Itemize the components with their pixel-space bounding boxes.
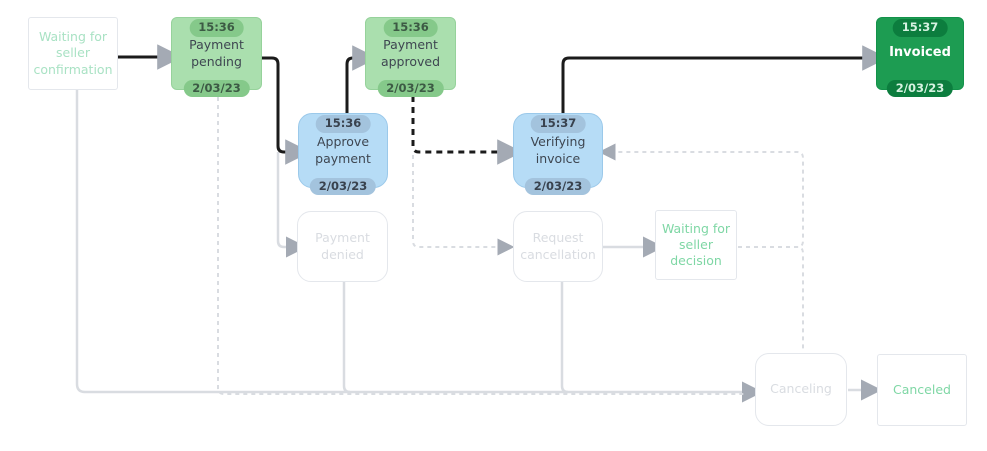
node-label: Canceled <box>893 381 951 397</box>
date-badge: 2/03/23 <box>886 79 954 97</box>
date-badge: 2/03/23 <box>524 177 592 195</box>
node-label: Verifying invoice <box>530 134 586 166</box>
timestamp-badge: 15:37 <box>892 19 948 37</box>
node-label: Payment pending <box>189 37 244 69</box>
edge-request-cancellation-to-canceling <box>560 282 569 394</box>
edge-payment-denied-to-canceling <box>342 282 351 394</box>
edge-verifying-invoice-to-invoiced <box>561 45 888 113</box>
node-label: Approve payment <box>315 134 371 166</box>
edge-payment-pending-to-canceling <box>217 97 746 395</box>
node-canceling[interactable]: Canceling <box>755 353 847 426</box>
node-label: Payment approved <box>380 37 441 69</box>
edge-wfsc-to-canceling <box>75 90 764 403</box>
date-badge: 2/03/23 <box>309 177 377 195</box>
node-payment-approved: 15:36 Payment approved 2/03/23 <box>365 17 456 97</box>
date-badge: 2/03/23 <box>377 79 444 97</box>
edge-wfsd-to-canceling <box>738 246 804 352</box>
edge-payment-pending-to-approve-payment <box>262 56 311 165</box>
edge-payment-approved-to-verifying-invoice <box>411 96 523 165</box>
node-label: Waiting for seller confirmation <box>33 29 113 77</box>
timestamp-badge: 15:36 <box>383 19 438 37</box>
node-payment-denied[interactable]: Payment denied <box>297 211 388 282</box>
node-request-cancellation[interactable]: Request cancellation <box>513 211 603 282</box>
node-verifying-invoice[interactable]: 15:37 Verifying invoice 2/03/23 <box>513 113 603 195</box>
edge-payment-approved-to-request-cancellation <box>412 155 515 256</box>
timestamp-badge: 15:37 <box>530 115 586 133</box>
node-waiting-seller-decision: Waiting for seller decision <box>655 210 737 280</box>
date-badge: 2/03/23 <box>183 79 250 97</box>
edge-payment-pending-to-payment-denied <box>276 152 308 258</box>
node-label: Request cancellation <box>520 230 596 262</box>
node-label: Invoiced <box>889 45 951 61</box>
edge-approve-payment-to-payment-approved <box>345 45 378 113</box>
node-payment-pending: 15:36 Payment pending 2/03/23 <box>171 17 262 97</box>
timestamp-badge: 15:36 <box>315 115 371 133</box>
node-invoiced: 15:37 Invoiced 2/03/23 <box>876 17 964 97</box>
node-waiting-seller-confirmation: Waiting for seller confirmation <box>28 17 118 90</box>
node-canceled: Canceled <box>877 354 967 426</box>
node-approve-payment[interactable]: 15:36 Approve payment 2/03/23 <box>298 113 388 195</box>
node-label: Canceling <box>770 381 832 397</box>
node-label: Payment denied <box>315 230 370 262</box>
timestamp-badge: 15:36 <box>189 19 244 37</box>
node-label: Waiting for seller decision <box>661 220 731 269</box>
